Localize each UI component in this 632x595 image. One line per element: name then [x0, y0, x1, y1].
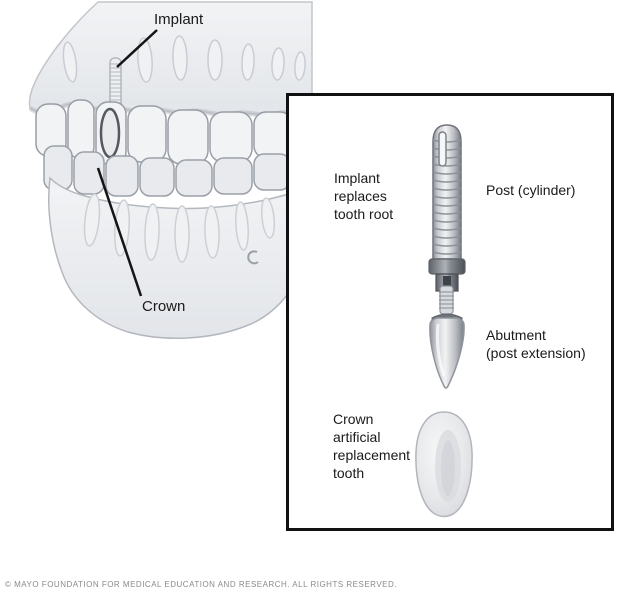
crown-tooth-illustration	[415, 411, 473, 518]
components-inset-box: Implant replaces tooth root Post (cylind…	[286, 93, 614, 531]
upper-root-ridges	[62, 35, 306, 83]
implant-post-illustration	[428, 124, 466, 292]
implant-label: Implant	[154, 11, 204, 28]
implant-site-socket	[99, 107, 121, 159]
crown-leader-line	[96, 167, 143, 297]
copyright-footer: © MAYO FOUNDATION FOR MEDICAL EDUCATION …	[5, 580, 397, 589]
abutment-illustration	[429, 285, 465, 389]
components-illustrations	[415, 124, 473, 518]
crown-description-label: Crown artificial replacement tooth	[333, 411, 411, 481]
implant-description-label: Implant replaces tooth root	[334, 170, 394, 222]
lower-root-ridges	[83, 193, 276, 263]
mental-foramen-mark	[247, 250, 259, 265]
abutment-label: Abutment (post extension)	[486, 327, 586, 361]
crown-label: Crown	[142, 298, 186, 315]
implant-leader-line	[116, 29, 158, 68]
post-label: Post (cylinder)	[486, 182, 576, 198]
